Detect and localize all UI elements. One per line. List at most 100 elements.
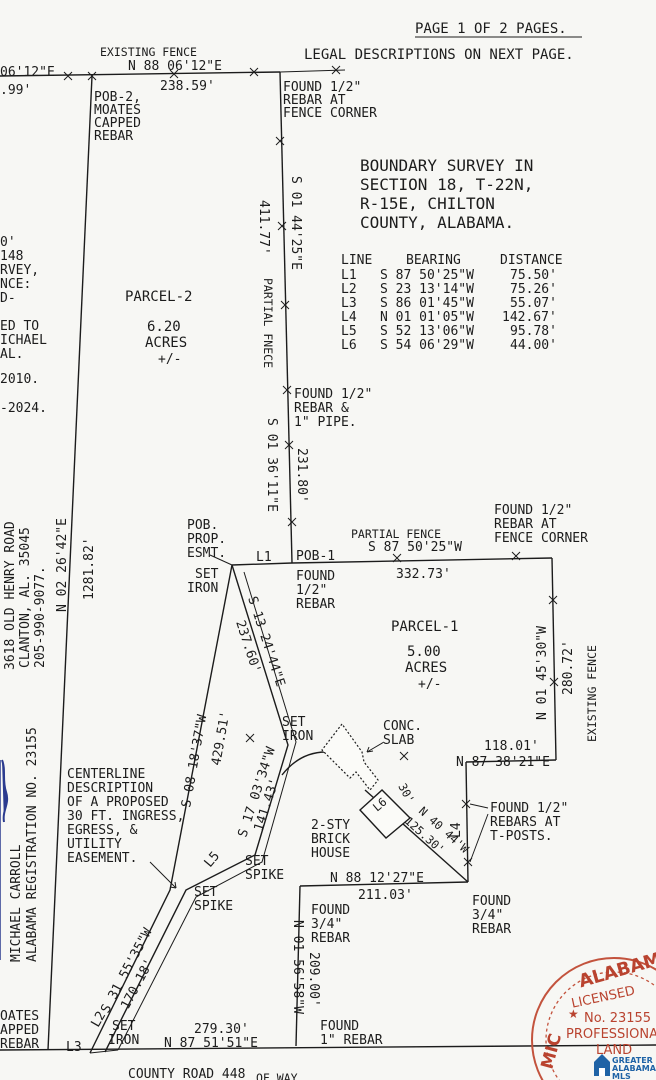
fence-x-marker xyxy=(87,71,97,81)
found-34-rebar-2: 3/4" xyxy=(472,908,503,923)
line-table-distance: 142.67' xyxy=(502,310,557,325)
brick-house xyxy=(359,789,412,839)
tpost-leader xyxy=(469,803,489,809)
north-distance: 238.59' xyxy=(160,79,215,94)
l1-label: L1 xyxy=(256,550,272,565)
margin-text: NCE: xyxy=(0,277,31,292)
line-table-bearing: N 01 01'05"W xyxy=(380,310,474,325)
fence-x-marker xyxy=(549,677,559,687)
l2-label: L2 xyxy=(88,1009,109,1030)
address-line: 3618 OLD HENRY ROAD xyxy=(3,521,18,670)
found-fence-corner: FENCE CORNER xyxy=(283,106,377,121)
pob-leader xyxy=(209,554,233,566)
existing-fence-vertical: EXISTING FENCE xyxy=(585,645,599,742)
line-table-line: L4 xyxy=(341,310,357,325)
fence-x-marker xyxy=(275,136,285,146)
title-line: COUNTY, ALABAMA. xyxy=(360,213,514,232)
watermark-line: GREATER xyxy=(612,1056,653,1065)
fence-x-marker xyxy=(63,71,73,81)
south-vertical-line xyxy=(295,885,301,1047)
east-line-parcel2 xyxy=(279,71,293,564)
concrete-slab xyxy=(321,722,379,791)
left-edge-bearing: 06'12"E xyxy=(0,65,55,80)
address-line: 205-990-9077. xyxy=(33,566,48,668)
centerline-description: UTILITY xyxy=(67,837,122,852)
margin-text: ED TO xyxy=(0,319,39,334)
driveway-curve xyxy=(281,751,327,776)
seal-number: No. 23155 xyxy=(584,1011,651,1026)
found-fence-corner-2: REBAR AT xyxy=(494,517,557,532)
set-iron-label: SET xyxy=(195,567,219,582)
address-line: CLANTON, AL. 35045 xyxy=(18,527,33,668)
house-logo-door xyxy=(599,1068,605,1076)
easement-distance-2: 429.51' xyxy=(209,710,233,767)
parcel2-acres: 6.20 xyxy=(147,319,181,335)
found-pipe: 1" PIPE. xyxy=(294,415,357,430)
fence-x-marker xyxy=(287,517,297,527)
road-name: COUNTY ROAD 448 xyxy=(128,1067,245,1080)
seal-professional: PROFESSIONAL xyxy=(566,1027,656,1042)
house-logo-icon xyxy=(594,1054,610,1076)
seal-land: LAND xyxy=(596,1043,632,1058)
pob2-label: MOATES xyxy=(94,103,141,118)
left-margin-text: 0' 148 RVEY, NCE: D- ED TO ICHAEL AL. 20… xyxy=(0,235,97,1052)
found-pipe: REBAR & xyxy=(294,401,349,416)
set-iron-label: IRON xyxy=(187,581,218,596)
margin-text: RVEY, xyxy=(0,263,39,278)
moates-label: OATES xyxy=(0,1009,39,1024)
parcel2-title: PARCEL-2 xyxy=(125,289,192,305)
line-table-bearing: S 54 06'29"W xyxy=(380,338,474,353)
structures xyxy=(149,722,412,889)
parcel1-acres: 5.00 xyxy=(407,644,441,660)
fence-x-marker xyxy=(399,751,409,761)
fence-x-marker xyxy=(461,799,471,809)
conc-slab-label: SLAB xyxy=(383,733,414,748)
margin-text: 0' xyxy=(0,235,16,250)
west-bearing: N 02 26'42"E xyxy=(55,518,70,612)
seal-inner-ring xyxy=(545,971,656,1080)
found-fence-corner-2: FENCE CORNER xyxy=(494,531,588,546)
title-line: BOUNDARY SURVEY IN xyxy=(360,156,533,175)
parcel1-east-distance: 280.72' xyxy=(561,640,576,695)
east-bearing-2: S 01 36'11"E xyxy=(264,418,279,512)
line-table-distance: 55.07' xyxy=(510,296,557,311)
parcel1-north-distance: 332.73' xyxy=(396,567,451,582)
mls-watermark: GREATER ALABAMA MLS xyxy=(594,1054,656,1080)
step-distance: 118.01' xyxy=(484,739,539,754)
line-table-line: L1 xyxy=(341,268,357,283)
house-label: 2-STY xyxy=(311,818,350,833)
centerline-leader-arrow-icon xyxy=(169,881,177,889)
found-34-rebar: REBAR xyxy=(311,931,350,946)
line-table-distance: 95.78' xyxy=(510,324,557,339)
surveyor-name: MICHAEL CARROLL xyxy=(9,844,24,962)
parcel1-east-bearing: N 01 45'30"W xyxy=(535,626,550,720)
north-line-parcel2 xyxy=(0,71,281,77)
existing-fence-label: EXISTING FENCE xyxy=(100,45,197,59)
fence-x-marker xyxy=(282,385,292,395)
line-l1 xyxy=(231,562,293,566)
fence-x-marker xyxy=(392,553,402,563)
found-tposts: REBARS AT xyxy=(490,815,561,830)
found-34-rebar: FOUND xyxy=(311,903,350,918)
line-table-line: L5 xyxy=(341,324,357,339)
l4-label: L4 xyxy=(449,822,464,838)
right-of-way: OF WAY xyxy=(256,1071,298,1080)
parcel1-acres-unit: ACRES xyxy=(405,660,447,676)
easement-bearing-2: S 08 18'37"W xyxy=(179,713,210,808)
east-distance-2: 231.80' xyxy=(294,448,309,503)
mid-distance: 211.03' xyxy=(358,888,413,903)
line-table-distance: 44.00' xyxy=(510,338,557,353)
east-distance-1: 411.77' xyxy=(256,200,271,255)
line-table-bearing: S 87 50'25"W xyxy=(380,268,474,283)
seal-star-icon: ★ xyxy=(568,1007,579,1021)
fence-x-marker xyxy=(249,67,259,77)
centerline-description: 30 FT. INGRESS, xyxy=(67,809,184,824)
set-spike-2: SET xyxy=(194,885,218,900)
south-vertical-bearing: N 01 56'58"W xyxy=(290,920,305,1014)
west-line xyxy=(47,75,93,1051)
road-line xyxy=(0,1044,656,1051)
legal-note: LEGAL DESCRIPTIONS ON NEXT PAGE. xyxy=(304,47,574,63)
line-table-header-line: LINE xyxy=(341,253,372,268)
tpost-leader xyxy=(469,813,489,863)
easement-centerline xyxy=(104,564,289,1053)
